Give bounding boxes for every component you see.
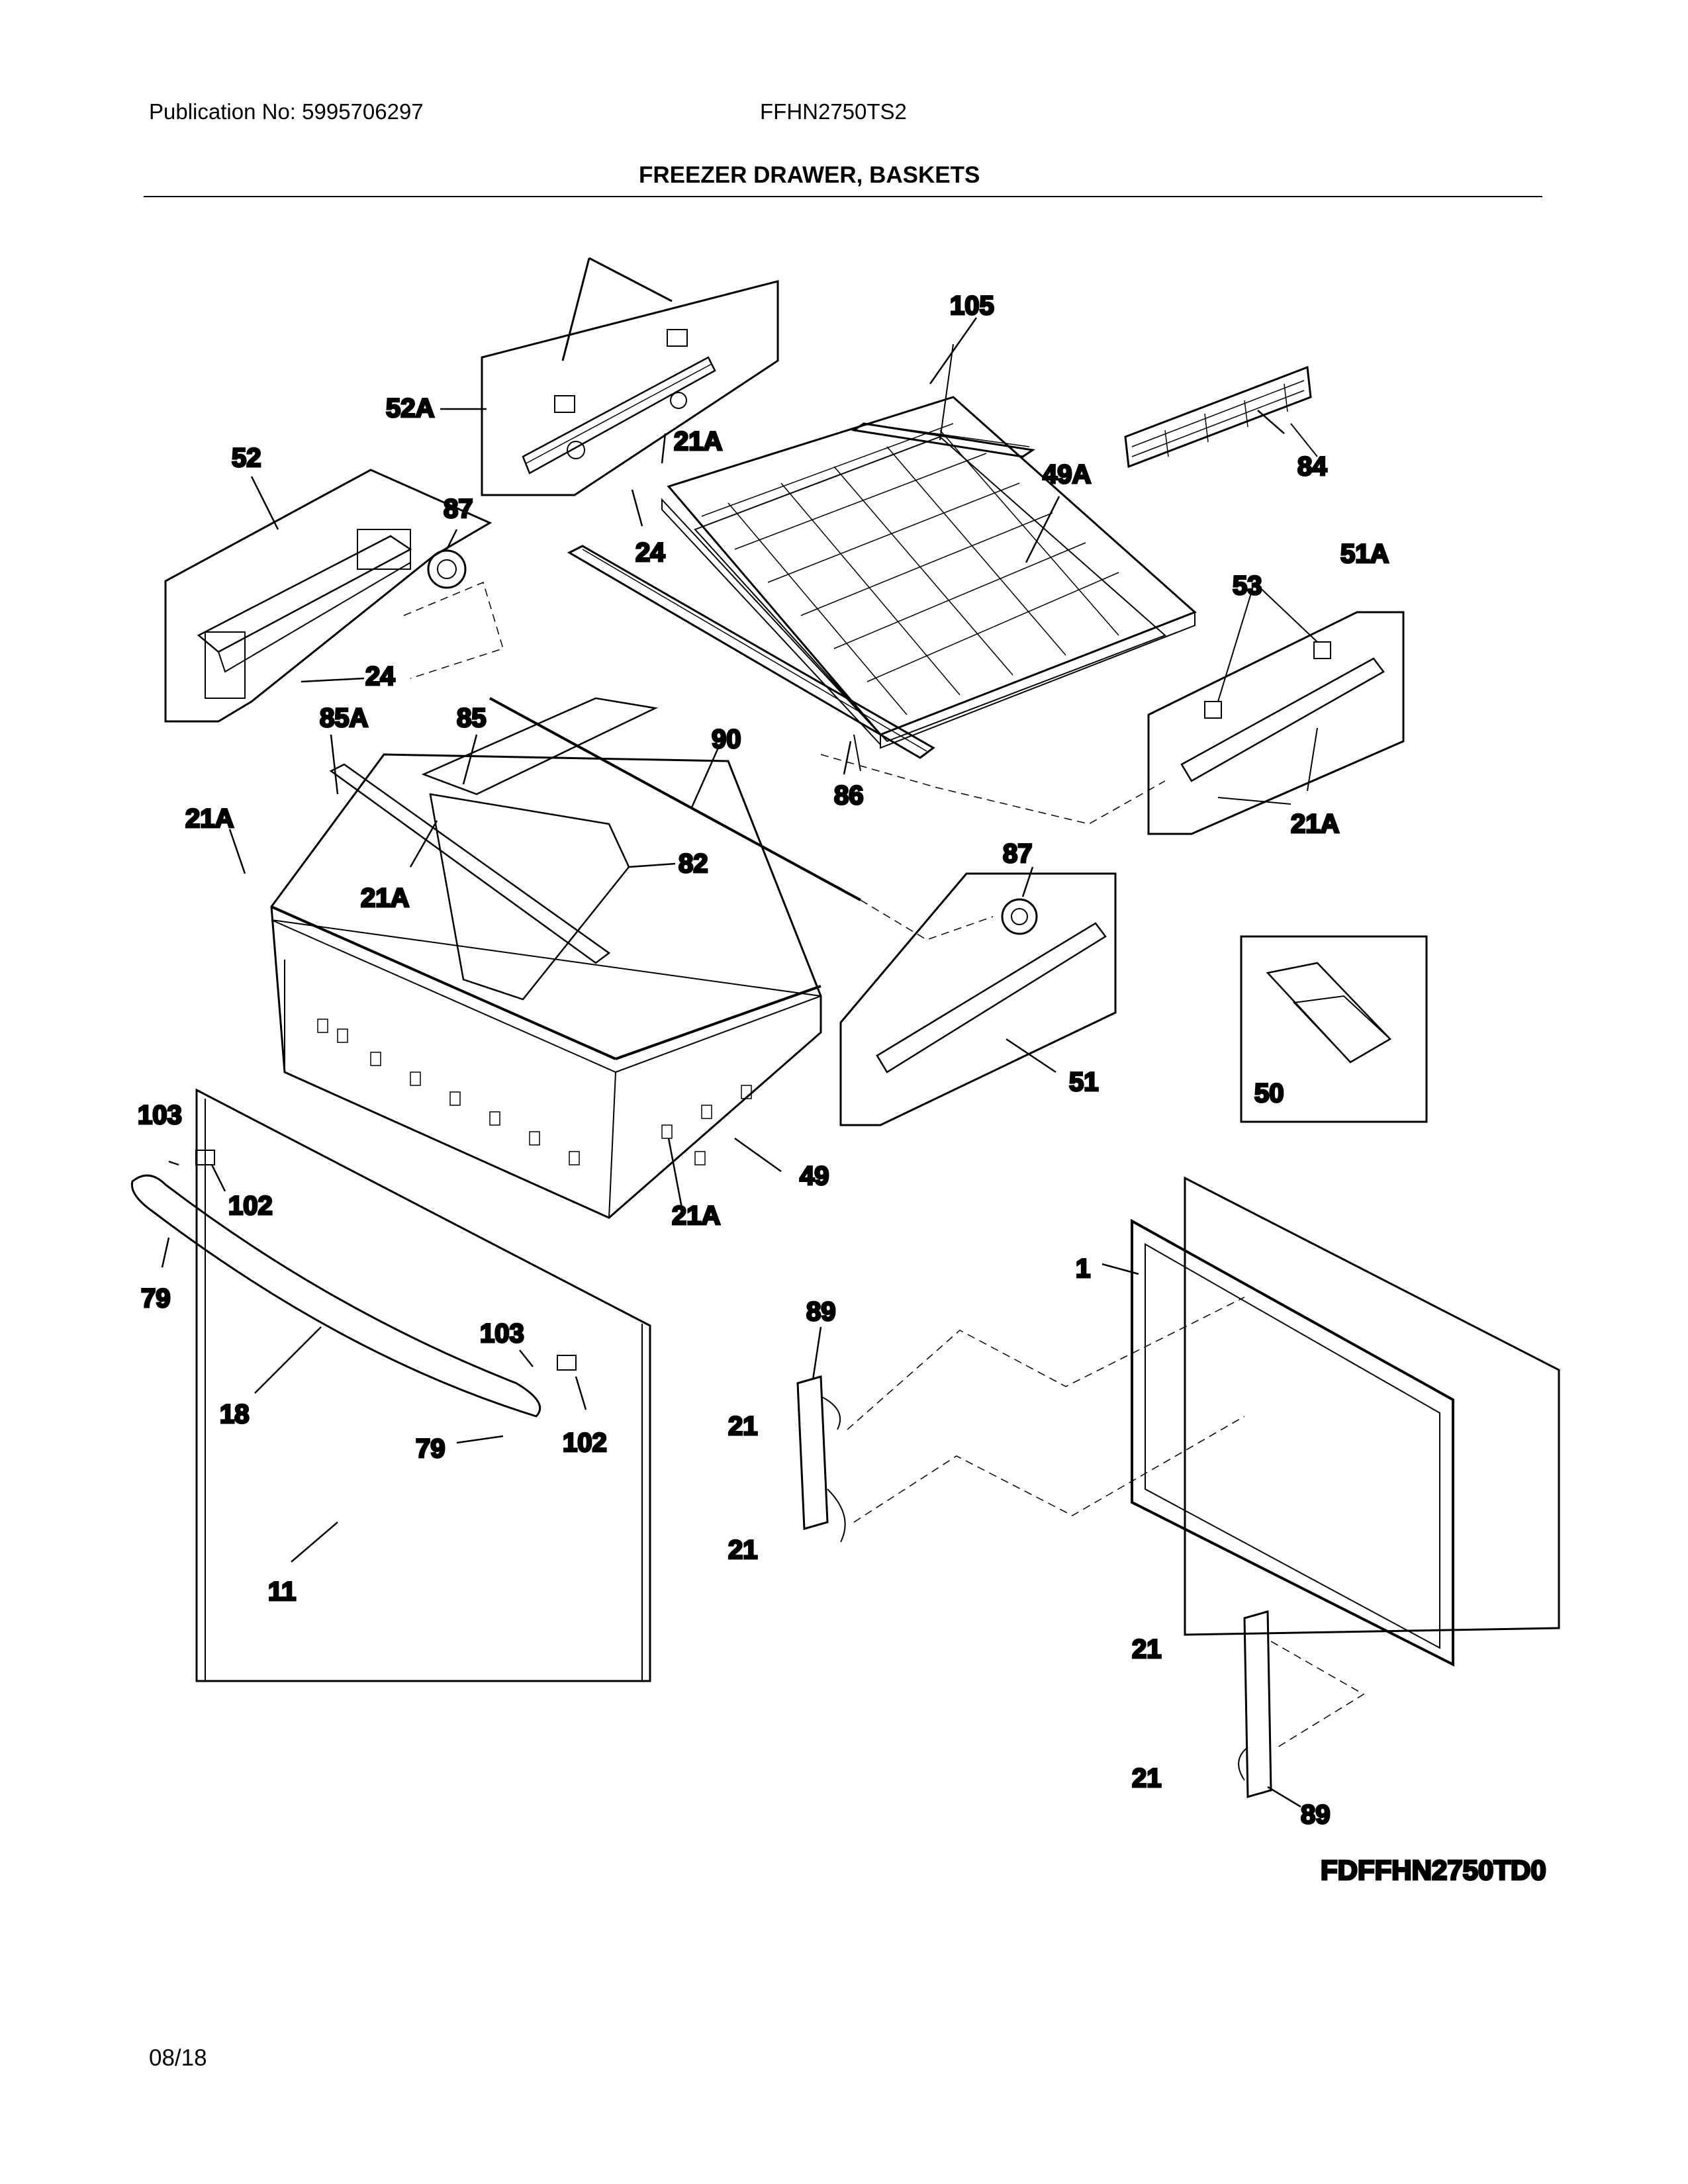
callout-89-right: 89 <box>1301 1800 1331 1829</box>
callout-21A-right: 21A <box>1291 809 1339 839</box>
callout-103-right: 103 <box>480 1319 524 1348</box>
callout-11: 11 <box>268 1577 296 1606</box>
callout-90: 90 <box>712 725 741 754</box>
wire-basket-49A <box>661 396 1197 749</box>
callout-85A: 85A <box>320 704 368 733</box>
model-number: FFHN2750TS2 <box>760 99 907 124</box>
callout-89-left: 89 <box>806 1297 836 1326</box>
callout-102-left: 102 <box>228 1191 273 1220</box>
callout-105: 105 <box>950 291 994 320</box>
callout-24-left: 24 <box>365 662 395 691</box>
callout-21-c: 21 <box>1132 1635 1162 1664</box>
title-rule <box>144 196 1542 197</box>
callout-21A-bottom: 21A <box>672 1201 720 1230</box>
callout-79-right: 79 <box>416 1434 445 1463</box>
callout-51A: 51A <box>1340 539 1389 569</box>
door-liner-1 <box>1131 1176 1560 1667</box>
door-panel-11 <box>130 1088 651 1682</box>
callout-86: 86 <box>834 781 864 810</box>
rail-86 <box>567 545 935 772</box>
callout-82: 82 <box>679 849 708 878</box>
part-50-box <box>1240 935 1428 1123</box>
callout-87-right: 87 <box>1003 839 1033 868</box>
hinge-bracket-89-left <box>796 1375 846 1543</box>
callout-21-a: 21 <box>728 1412 758 1441</box>
callout-103-left: 103 <box>138 1101 182 1130</box>
callout-21-b: 21 <box>728 1535 758 1565</box>
callout-24-top: 24 <box>635 538 665 567</box>
divider-84 <box>1124 365 1318 469</box>
callout-84: 84 <box>1297 452 1327 481</box>
callout-18: 18 <box>220 1400 250 1429</box>
page-title: FREEZER DRAWER, BASKETS <box>639 162 980 188</box>
callout-87-left: 87 <box>444 494 473 523</box>
diagram-code: FDFFHN2750TD0 <box>1321 1854 1546 1886</box>
callout-79-left: 79 <box>141 1284 171 1313</box>
callout-1: 1 <box>1076 1254 1090 1283</box>
callout-85: 85 <box>457 704 487 733</box>
bracket-assembly-52A <box>481 257 779 496</box>
hinge-bracket-89-right <box>1238 1610 1272 1798</box>
callout-49A: 49A <box>1043 460 1091 489</box>
callout-21A-left: 21A <box>185 804 234 833</box>
freezer-basket-49 <box>270 697 861 1219</box>
callout-51: 51 <box>1069 1068 1099 1097</box>
callout-49: 49 <box>800 1161 829 1191</box>
callout-102-right: 102 <box>563 1428 607 1457</box>
slide-assembly-51A <box>1147 582 1405 835</box>
slide-assembly-51 <box>839 872 1117 1126</box>
callout-21A-top: 21A <box>674 427 722 456</box>
publication-number: Publication No: 5995706297 <box>149 99 424 124</box>
callout-52: 52 <box>232 443 261 473</box>
callout-53: 53 <box>1233 571 1262 600</box>
rail-105 <box>851 343 1036 458</box>
callout-50: 50 <box>1254 1079 1284 1108</box>
footer-date: 08/18 <box>149 2045 207 2071</box>
callout-21-d: 21 <box>1132 1764 1162 1793</box>
slide-assembly-52 <box>164 469 492 723</box>
callout-21A-basket: 21A <box>361 884 409 913</box>
callout-52A: 52A <box>386 394 434 423</box>
